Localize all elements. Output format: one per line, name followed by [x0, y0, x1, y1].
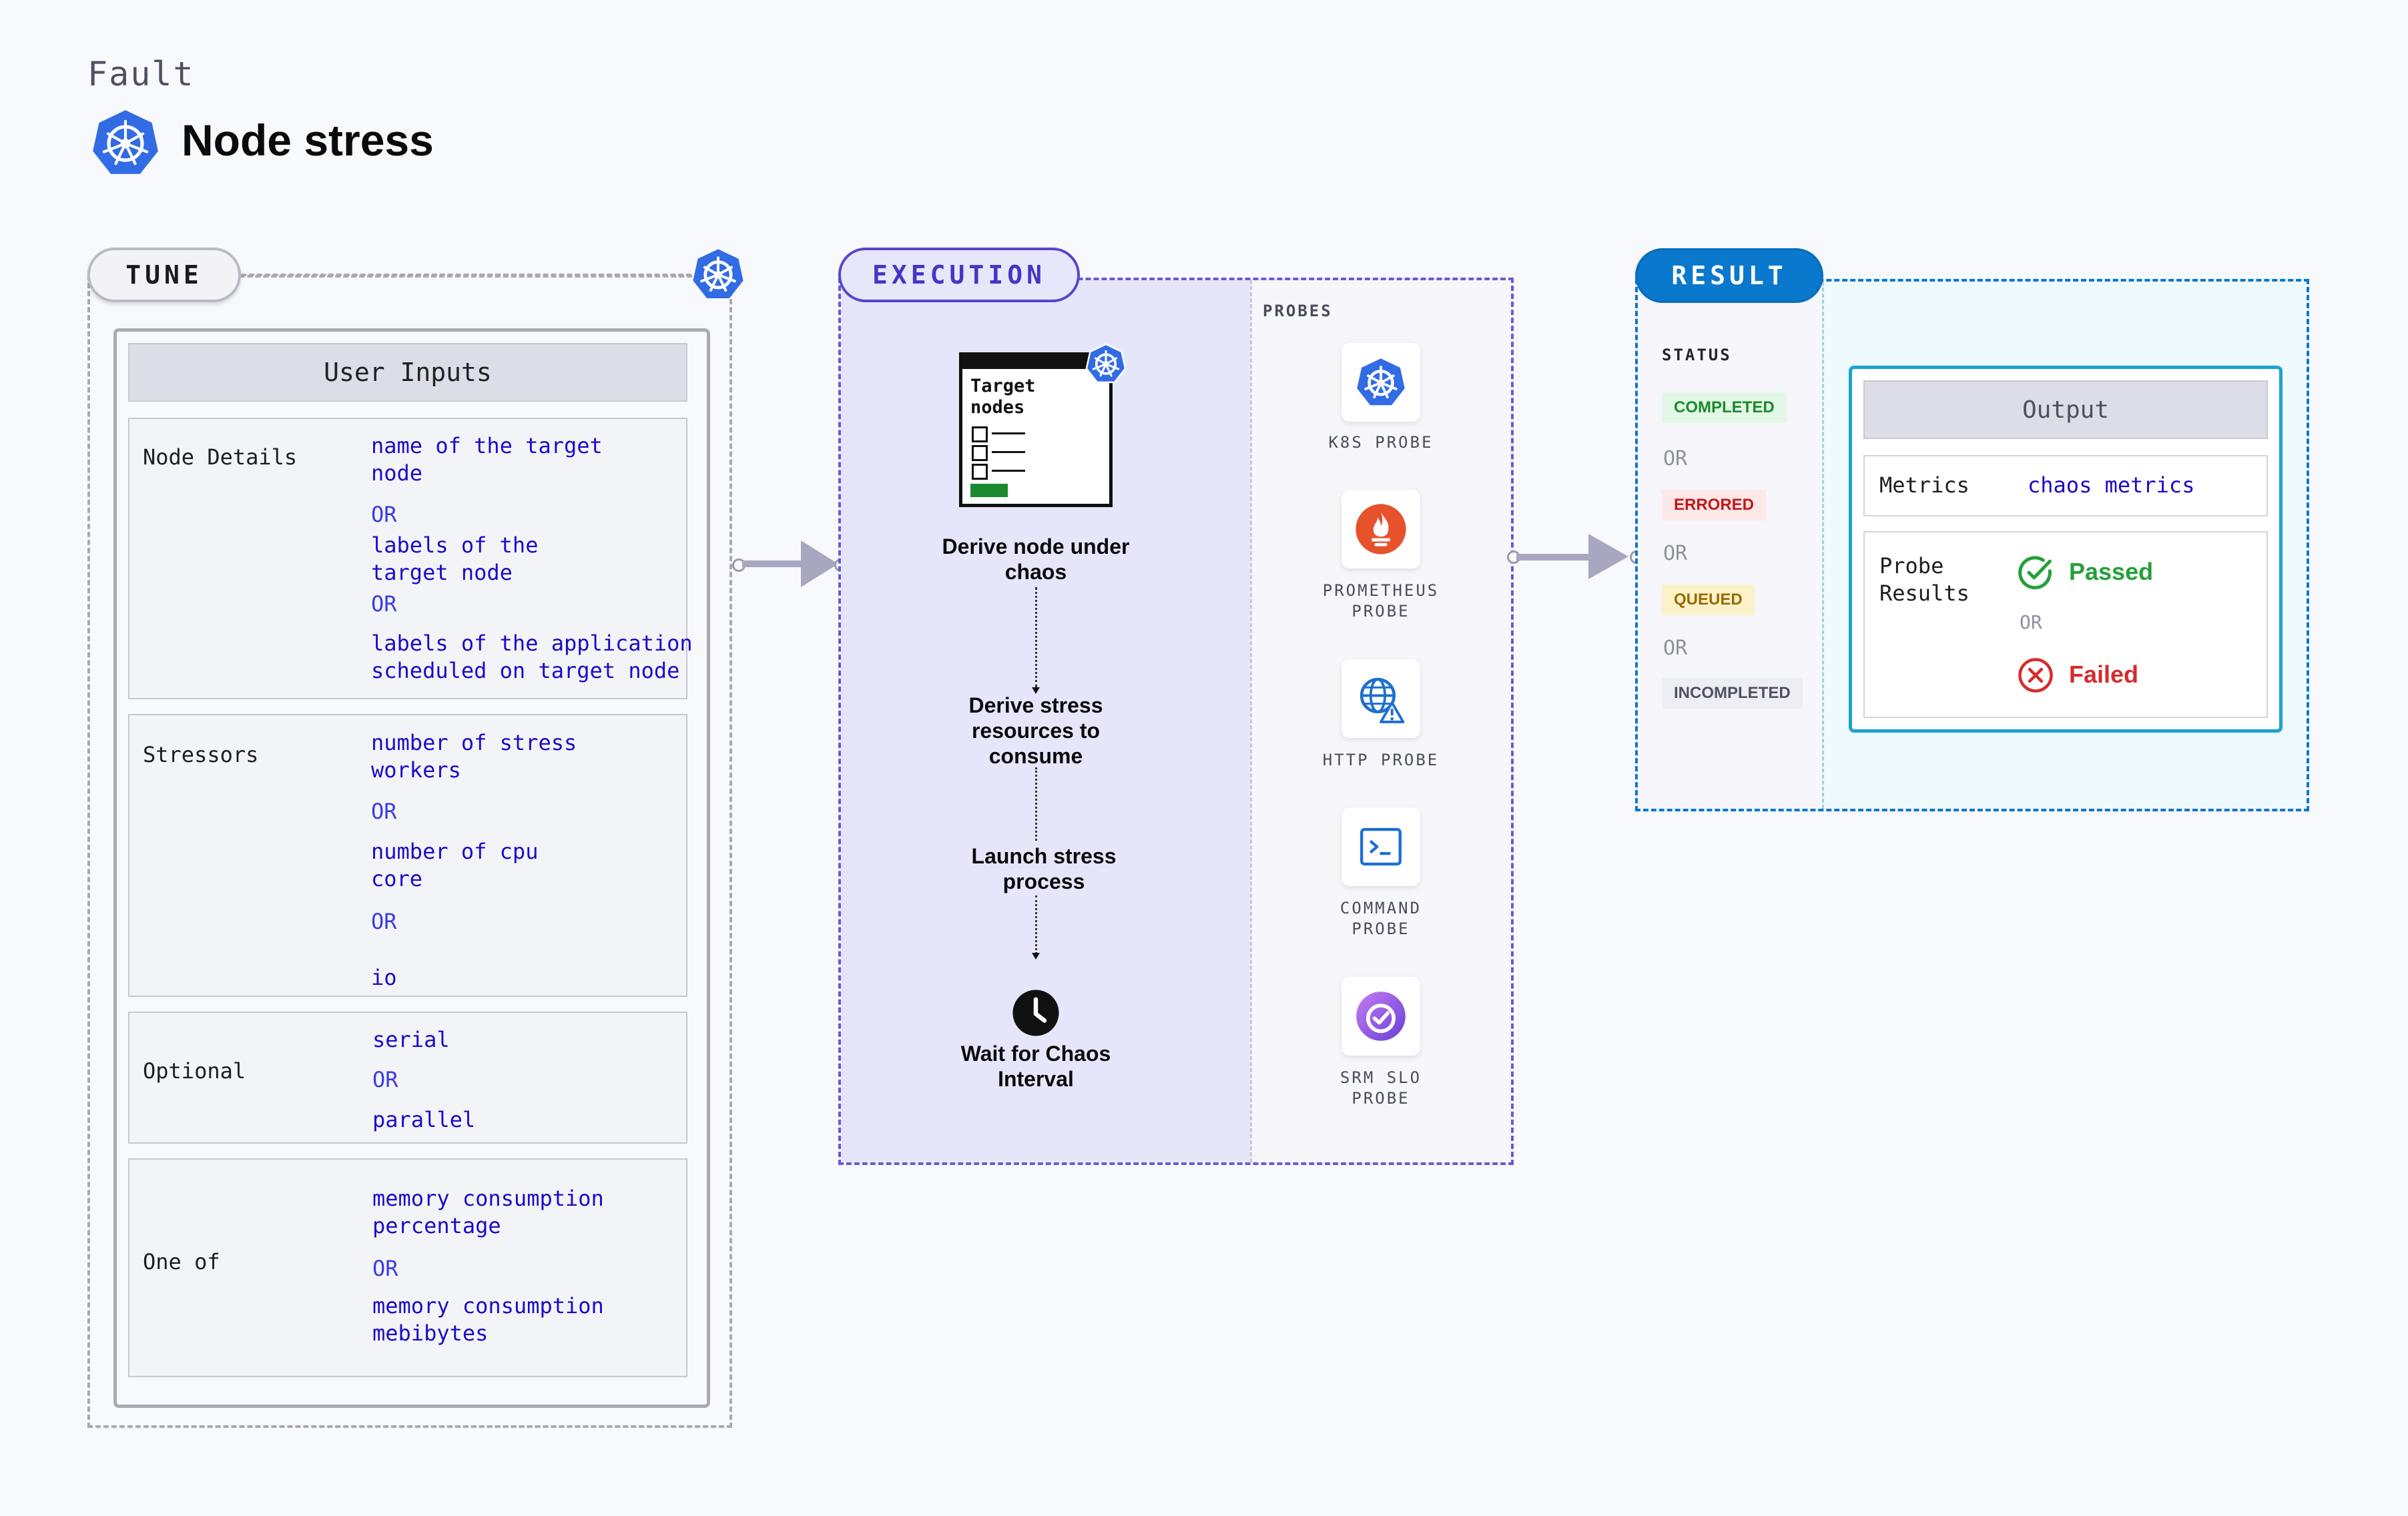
probe-results-label: Probe Results	[1879, 553, 1970, 606]
probe-results-row: Probe Results Passed OR Failed	[1863, 531, 2268, 718]
passed-label: Passed	[2069, 558, 2154, 585]
option-parallel: parallel	[372, 1107, 476, 1132]
arrow-head	[801, 540, 838, 587]
target-nodes-title: Target nodes	[970, 376, 1036, 418]
group-label-node-details: Node Details	[143, 444, 298, 470]
or-separator: OR	[1663, 542, 1688, 565]
input-group-optional: Optional	[128, 1012, 687, 1144]
option-serial: serial	[372, 1027, 450, 1052]
http-probe-label: HTTP PROBE	[1322, 751, 1440, 769]
option-target-node-name: name of the target node	[371, 433, 603, 486]
checkbox-icon	[972, 426, 988, 442]
option-memory-percentage: memory consumption percentage	[372, 1186, 604, 1238]
status-badge-queued: QUEUED	[1662, 585, 1755, 615]
tune-pill: TUNE	[87, 248, 241, 302]
arrow-head	[1588, 534, 1628, 579]
srm-slo-probe-tile	[1341, 977, 1420, 1056]
option-app-labels: labels of the application scheduled on t…	[371, 631, 693, 683]
clock-icon	[1012, 990, 1059, 1036]
or-separator: OR	[371, 909, 397, 934]
fault-label: Fault	[87, 55, 195, 93]
prometheus-probe-label: PROMETHEUS PROBE	[1322, 581, 1440, 621]
step-connector	[1035, 587, 1037, 687]
prometheus-icon	[1356, 504, 1406, 554]
k8s-probe-tile	[1341, 343, 1420, 422]
terminal-icon	[1360, 827, 1402, 866]
output-title: Output	[1863, 380, 2268, 439]
step-connector	[1035, 767, 1037, 841]
probes-label: PROBES	[1263, 302, 1333, 320]
tune-to-execution-arrow	[742, 560, 806, 567]
kubernetes-badge-icon	[1085, 343, 1127, 384]
execution-divider	[1250, 280, 1252, 1162]
command-probe-tile	[1341, 807, 1420, 886]
option-memory-mebibytes: memory consumption mebibytes	[372, 1293, 604, 1346]
tune-pill-connector	[241, 274, 691, 276]
k8s-probe-label: K8S PROBE	[1328, 433, 1434, 452]
metrics-value: chaos metrics	[2028, 472, 2195, 498]
step-wait-interval: Wait for Chaos Interval	[960, 1042, 1111, 1091]
or-separator: OR	[371, 799, 397, 824]
prometheus-probe-tile	[1341, 490, 1420, 568]
step-derive-resources: Derive stress resources to consume	[968, 693, 1103, 768]
metrics-label: Metrics	[1879, 472, 1970, 498]
or-separator: OR	[1663, 447, 1688, 470]
or-separator: OR	[372, 1067, 398, 1092]
step-derive-node: Derive node under chaos	[942, 534, 1130, 584]
list-line	[992, 470, 1025, 472]
option-io: io	[371, 965, 397, 990]
execution-pill: EXECUTION	[838, 248, 1080, 302]
user-inputs-title: User Inputs	[128, 343, 687, 402]
option-cpu-core: number of cpu core	[371, 839, 539, 891]
passed-check-icon	[2018, 556, 2052, 590]
list-line	[992, 432, 1025, 434]
status-label: STATUS	[1662, 346, 1732, 364]
kubernetes-logo-icon	[93, 110, 158, 174]
checkbox-icon	[972, 464, 988, 480]
progress-indicator	[970, 484, 1008, 497]
option-stress-workers: number of stress workers	[371, 730, 577, 783]
tune-kubernetes-icon	[693, 249, 743, 298]
page-title: Node stress	[182, 115, 434, 165]
status-badge-completed: COMPLETED	[1662, 392, 1787, 423]
failed-x-icon	[2018, 658, 2053, 693]
or-separator: OR	[1663, 637, 1688, 660]
http-globe-icon	[1360, 677, 1405, 723]
metrics-row: Metrics chaos metrics	[1863, 455, 2268, 516]
group-label-stressors: Stressors	[143, 742, 259, 767]
input-group-stressors: Stressors	[128, 714, 687, 997]
http-probe-tile	[1341, 659, 1420, 738]
or-separator: OR	[372, 1256, 398, 1281]
list-line	[992, 451, 1025, 453]
step-connector-head	[1032, 953, 1040, 960]
failed-label: Failed	[2069, 661, 2139, 688]
input-group-one-of: One of	[128, 1158, 687, 1377]
step-connector-head	[1032, 687, 1040, 694]
result-pill: RESULT	[1635, 248, 1823, 303]
k8s-icon	[1357, 358, 1405, 406]
result-divider	[1822, 282, 1824, 809]
input-group-node-details: Node Details	[128, 418, 687, 699]
group-label-one-of: One of	[143, 1249, 220, 1274]
checkbox-icon	[972, 445, 988, 461]
srm-slo-probe-label: SRM SLO PROBE	[1339, 1068, 1422, 1108]
group-label-optional: Optional	[143, 1058, 246, 1084]
srm-slo-icon	[1356, 992, 1406, 1041]
target-nodes-card: Target nodes	[959, 352, 1113, 507]
execution-to-result-arrow	[1516, 554, 1596, 560]
command-probe-label: COMMAND PROBE	[1339, 899, 1422, 938]
or-separator: OR	[2020, 611, 2042, 633]
step-launch-stress: Launch stress process	[971, 844, 1117, 893]
step-connector	[1035, 895, 1037, 954]
status-badge-incompleted: INCOMPLETED	[1662, 678, 1803, 709]
or-separator: OR	[371, 502, 397, 527]
status-badge-errored: ERRORED	[1662, 490, 1767, 520]
option-target-node-labels: labels of the target node	[371, 532, 539, 585]
tune-section	[87, 275, 732, 1428]
or-separator: OR	[371, 591, 397, 617]
